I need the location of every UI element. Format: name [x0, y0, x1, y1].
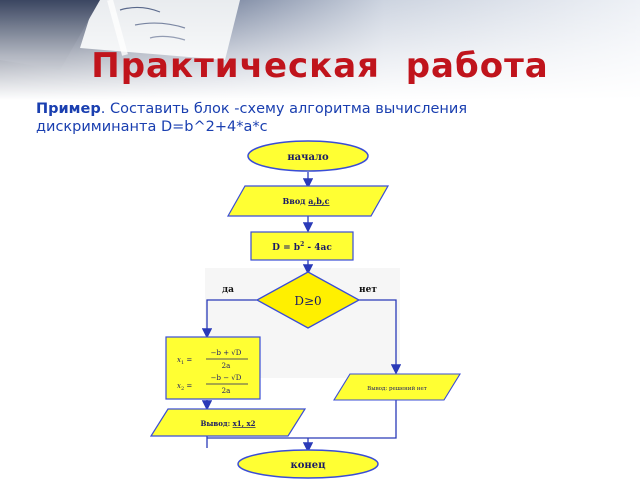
- process-label: D = b2 - 4ac: [272, 241, 332, 253]
- line-no-output-merge: [207, 400, 397, 439]
- start-label: начало: [287, 152, 329, 163]
- start-terminal: начало: [247, 140, 369, 172]
- formula-x1-denominator: 2a: [222, 362, 231, 370]
- decision-label: D≥0: [294, 294, 321, 308]
- formula-x1-numerator: −b + √D: [211, 349, 242, 357]
- task-text-line2: дискриминанта D=b^2+4*a*c: [36, 119, 268, 135]
- task-statement: Пример. Составить блок -схему алгоритма …: [36, 100, 596, 136]
- arrow-no-branch: [359, 299, 402, 375]
- task-text: . Составить блок -схему алгоритма вычисл…: [100, 101, 468, 117]
- input-label: Ввод a,b,c: [283, 196, 330, 206]
- no-label: нет: [359, 285, 377, 295]
- task-label: Пример: [36, 101, 101, 117]
- output-block: Вывод: x1, x2: [149, 408, 307, 437]
- formula-x2-denominator: 2a: [222, 387, 231, 395]
- end-terminal: конец: [237, 449, 379, 479]
- output-label: Вывод: x1, x2: [200, 419, 255, 428]
- process-block: D = b2 - 4ac: [250, 231, 354, 261]
- formula-x2-lhs: x2 =: [177, 382, 192, 392]
- yes-label: да: [222, 285, 234, 295]
- arrow-yes-branch: [201, 299, 257, 339]
- header-banner: [0, 0, 640, 100]
- flowchart: начало Ввод a,b,c D = b2 - 4ac D≥0 да не…: [149, 140, 461, 479]
- formula-x1-lhs: x1 =: [177, 356, 192, 366]
- end-label: конец: [291, 460, 327, 471]
- formula-x2-numerator: −b − √D: [211, 374, 242, 382]
- formulas-block: x1 = −b + √D 2a x2 = −b − √D 2a: [165, 336, 261, 400]
- slide-title: Практическая работа: [91, 46, 549, 86]
- connectors: [201, 172, 402, 453]
- no-solution-label: Вывод: решений нет: [367, 386, 427, 392]
- no-solution-output-block: Вывод: решений нет: [333, 373, 461, 401]
- decision-block: D≥0: [255, 271, 361, 329]
- input-block: Ввод a,b,c: [226, 185, 390, 217]
